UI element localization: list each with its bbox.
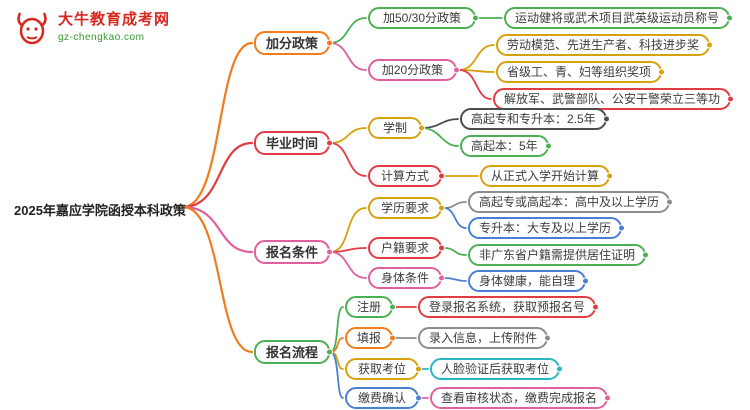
node-bonus-50-30: 加50/30分政策	[368, 7, 479, 29]
leaf-gaoqiben-5: 高起本：5年	[460, 135, 552, 157]
node-label: 填报	[356, 331, 381, 345]
node-graduation-time: 毕业时间	[254, 131, 333, 155]
connector-dot	[438, 172, 445, 180]
leaf-residence-permit: 非广东省户籍需提供居住证明	[468, 244, 650, 266]
connector-dot	[592, 303, 600, 311]
node-label: 运动健将或武术项目武英级运动员称号	[515, 11, 720, 25]
connector-dot	[666, 198, 674, 206]
node-health-requirement: 身体条件	[368, 267, 445, 289]
leaf-athlete-title: 运动健将或武术项目武英级运动员称号	[504, 7, 734, 29]
node-label: 专升本：大专及以上学历	[479, 221, 612, 235]
connector-dot	[544, 142, 552, 150]
leaf-fill-detail: 录入信息，上传附件	[418, 327, 552, 349]
connector-dot	[389, 303, 396, 311]
node-label: 解放军、武警部队、公安干警荣立三等功	[504, 92, 721, 106]
leaf-count-from-enrollment: 从正式入学开始计算	[480, 165, 614, 187]
connector-dot	[726, 14, 734, 22]
connector-dot	[606, 172, 614, 180]
node-study-length: 学制	[368, 117, 425, 139]
connector-dot	[544, 334, 552, 342]
node-label: 报名流程	[265, 344, 318, 360]
node-label: 加50/30分政策	[382, 11, 462, 25]
node-label: 非广东省户籍需提供居住证明	[479, 248, 636, 262]
node-label: 学制	[382, 121, 407, 135]
connector-dot	[727, 95, 735, 103]
connector-dot	[453, 66, 460, 74]
connector-dot	[326, 139, 333, 147]
node-label: 登录报名系统，获取预报名号	[429, 300, 586, 314]
node-label: 身体健康，能自理	[479, 274, 576, 288]
connector-dot	[556, 365, 564, 373]
leaf-seat-detail: 人脸验证后获取考位	[430, 358, 564, 380]
node-label: 注册	[356, 300, 381, 314]
node-label: 计算方式	[380, 169, 429, 183]
leaf-model-worker: 劳动模范、先进生产者、科技进步奖	[496, 34, 714, 56]
connector-dot	[389, 334, 396, 342]
node-bonus-20: 加20分政策	[368, 59, 460, 81]
node-step-seat: 获取考位	[345, 358, 422, 380]
node-label: 省级工、青、妇等组织奖项	[507, 65, 652, 79]
leaf-military-merit: 解放军、武警部队、公安干警荣立三等功	[493, 88, 735, 110]
node-label: 获取考位	[357, 362, 406, 376]
node-bonus-policy: 加分政策	[254, 31, 333, 55]
node-step-pay: 缴费确认	[345, 387, 422, 409]
node-label: 从正式入学开始计算	[491, 169, 600, 183]
connector-dot	[326, 248, 333, 256]
leaf-college-requirement: 专升本：大专及以上学历	[468, 217, 626, 239]
node-label: 加20分政策	[381, 63, 444, 77]
connector-dot	[415, 365, 422, 373]
node-residency-requirement: 户籍要求	[368, 237, 445, 259]
node-label: 报名条件	[265, 244, 318, 260]
node-label: 户籍要求	[380, 241, 429, 255]
connector-dot	[658, 68, 666, 76]
connector-dot	[472, 14, 479, 22]
leaf-register-detail: 登录报名系统，获取预报名号	[418, 296, 600, 318]
leaf-gaoqizhuan-25: 高起专和专升本：2.5年	[460, 108, 610, 130]
node-registration-conditions: 报名条件	[254, 240, 333, 264]
node-step-fill: 填报	[345, 327, 396, 349]
node-label: 人脸验证后获取考位	[441, 362, 550, 376]
bull-logo-icon	[12, 8, 52, 53]
connector-dot	[706, 41, 714, 49]
node-registration-process: 报名流程	[254, 340, 333, 364]
connector-dot	[438, 204, 445, 212]
node-label: 毕业时间	[265, 135, 318, 151]
site-url: gz-chengkao.com	[58, 32, 145, 43]
node-label: 劳动模范、先进生产者、科技进步奖	[507, 38, 700, 52]
node-label: 加分政策	[265, 35, 318, 51]
node-label: 录入信息，上传附件	[429, 331, 538, 345]
site-name: 大牛教育成考网	[58, 11, 171, 28]
connector-dot	[602, 115, 610, 123]
site-logo: 大牛教育成考网 gz-chengkao.com	[12, 8, 170, 53]
leaf-health-selfcare: 身体健康，能自理	[468, 270, 590, 292]
node-label: 查看审核状态，缴费完成报名	[441, 391, 598, 405]
node-label: 高起本：5年	[471, 139, 538, 153]
leaf-pay-detail: 查看审核状态，缴费完成报名	[430, 387, 612, 409]
root-topic: 2025年嘉应学院函授本科政策	[14, 203, 186, 218]
leaf-highschool-requirement: 高起专或高起本：高中及以上学历	[468, 191, 674, 213]
node-label: 高起专或高起本：高中及以上学历	[479, 195, 660, 209]
connector-dot	[415, 394, 422, 402]
connector-dot	[642, 251, 650, 259]
node-label: 高起专和专升本：2.5年	[471, 112, 596, 126]
node-education-requirement: 学历要求	[368, 197, 445, 219]
connector-dot	[604, 394, 612, 402]
connector-dot	[582, 277, 590, 285]
node-label: 学历要求	[380, 201, 429, 215]
node-label: 缴费确认	[357, 391, 406, 405]
connector-dot	[438, 244, 445, 252]
node-step-register: 注册	[345, 296, 396, 318]
leaf-provincial-awards: 省级工、青、妇等组织奖项	[496, 61, 666, 83]
connector-dot	[326, 39, 333, 47]
connector-dot	[618, 224, 626, 232]
connector-dot	[438, 274, 445, 282]
connector-dot	[326, 348, 333, 356]
node-label: 身体条件	[380, 271, 429, 285]
connector-dot	[418, 124, 425, 132]
node-calculation-method: 计算方式	[368, 165, 445, 187]
